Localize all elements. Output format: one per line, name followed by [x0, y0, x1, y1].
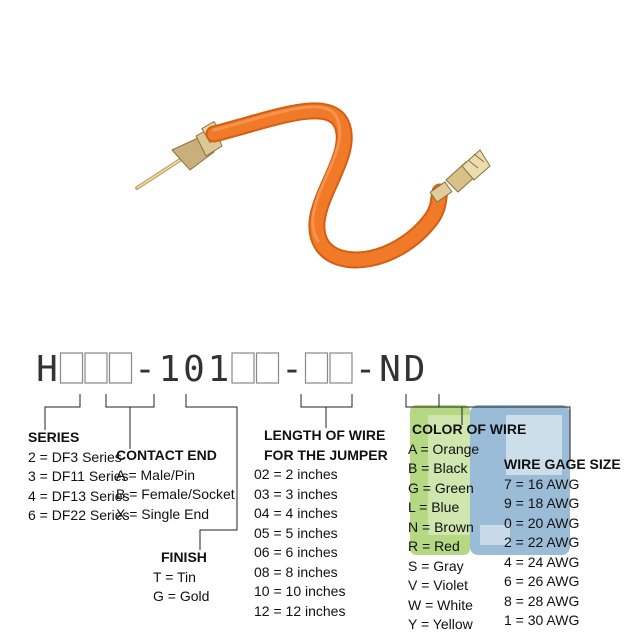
series-heading: SERIES	[28, 429, 80, 445]
contact-end-item: B = Female/Socket	[116, 486, 235, 502]
series-item: 4 = DF13 Series	[28, 487, 130, 504]
part-number-placeholder-box	[84, 352, 108, 384]
color-item: L = Blue	[408, 499, 460, 515]
series-item: 6 = DF22 Series	[28, 507, 130, 523]
length-item: 05 = 5 inches	[254, 524, 338, 541]
part-number-char: -	[134, 349, 156, 390]
contact-end-heading: CONTACT END	[116, 447, 217, 463]
color-item: S = Gray	[408, 557, 464, 574]
part-number-placeholder-box	[329, 352, 353, 384]
wire-gage-legend: WIRE GAGE SIZE 7 = 16 AWG 9 = 18 AWG 0 =…	[504, 455, 621, 631]
finish-item: G = Gold	[153, 588, 210, 604]
length-item: 03 = 3 inches	[254, 485, 338, 502]
color-item: W = White	[408, 596, 473, 613]
part-number-char: 0	[183, 349, 205, 390]
color-item: N = Brown	[408, 518, 474, 535]
wire-gage-item: 0 = 20 AWG	[504, 514, 580, 531]
contact-end-item: X = Single End	[116, 505, 210, 522]
wire-gage-item: 8 = 28 AWG	[504, 592, 580, 609]
wire-gage-item: 7 = 16 AWG	[504, 475, 580, 492]
part-number-char: D	[404, 349, 426, 390]
length-item: 10 = 10 inches	[254, 583, 346, 599]
jumper-wire-image	[135, 102, 491, 269]
finish-legend: FINISH T = Tin G = Gold	[153, 548, 209, 607]
length-legend: LENGTH OF WIRE FOR THE JUMPER 02 = 2 inc…	[254, 426, 388, 621]
contact-end-item: A = Male/Pin	[116, 466, 195, 483]
part-number-char: 1	[159, 349, 181, 390]
wire-gage-item: 4 = 24 AWG	[504, 553, 580, 570]
series-legend: SERIES 2 = DF3 Series 3 = DF11 Series 4 …	[28, 428, 130, 526]
part-number-char: N	[379, 349, 401, 390]
length-item: 02 = 2 inches	[254, 466, 338, 482]
color-heading: COLOR OF WIRE	[412, 421, 527, 437]
finish-item: T = Tin	[153, 568, 196, 585]
length-item: 08 = 8 inches	[254, 563, 338, 580]
part-number-char: 1	[208, 349, 230, 390]
distributor-logo	[410, 405, 570, 555]
finish-heading: FINISH	[161, 549, 207, 565]
color-item: G = Green	[408, 479, 474, 496]
wire-gage-item: 9 = 18 AWG	[504, 495, 580, 511]
part-number-placeholder-box	[304, 352, 329, 384]
color-of-wire-legend: COLOR OF WIRE A = Orange B = Black G = G…	[408, 420, 526, 635]
wire-gage-heading: WIRE GAGE SIZE	[504, 456, 621, 472]
wire-gage-item: 2 = 22 AWG	[504, 534, 580, 550]
part-number-char: -	[281, 349, 303, 390]
length-item: 06 = 6 inches	[254, 544, 338, 560]
callout-lines	[44, 394, 571, 550]
series-item: 3 = DF11 Series	[28, 468, 129, 484]
length-item: 12 = 12 inches	[254, 602, 346, 619]
color-item: R = Red	[408, 538, 460, 554]
series-item: 2 = DF3 Series	[28, 448, 122, 465]
length-heading-line2: FOR THE JUMPER	[264, 446, 388, 463]
wire-gage-item: 1 = 30 AWG	[504, 612, 580, 628]
part-number-char: -	[355, 349, 377, 390]
wire-gage-item: 6 = 26 AWG	[504, 573, 580, 589]
part-number-char: H	[36, 349, 58, 390]
part-number-placeholder-box	[231, 352, 255, 384]
length-item: 04 = 4 inches	[254, 505, 338, 521]
part-number-placeholder-box	[59, 352, 84, 384]
color-item: B = Black	[408, 460, 468, 476]
color-item: V = Violet	[408, 577, 469, 593]
length-heading-line1: LENGTH OF WIRE	[264, 427, 386, 443]
contact-end-legend: CONTACT END A = Male/Pin B = Female/Sock…	[116, 446, 235, 524]
part-number-placeholder-box	[255, 352, 280, 384]
female-socket-contact	[429, 149, 491, 203]
color-item: Y = Yellow	[408, 616, 473, 632]
part-number-placeholder-box	[108, 352, 133, 384]
color-item: A = Orange	[408, 440, 480, 457]
